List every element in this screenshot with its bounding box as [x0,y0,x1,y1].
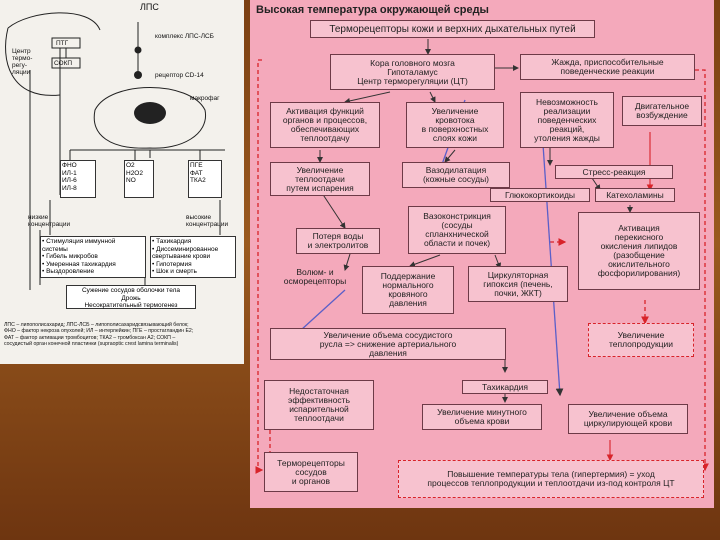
thirst-behaviour-box: Жажда, приспособительные поведенческие р… [520,54,695,80]
heat-loss-activation-box: Активация функций органов и процессов, о… [270,102,380,148]
volume-osmoreceptors-label: Волюм- и осморецепторы [283,267,347,286]
skin-blood-flow-box: Увеличение кровотока в поверхностных сло… [406,102,504,148]
water-loss-box: Потеря воды и электролитов [296,228,380,254]
low-concentration-effects: • Стимуляция иммунной системы • Гибель м… [40,236,146,278]
glucocorticoids-box: Глюкокортикоиды [490,188,590,202]
low-concentration-label: низкие концентрации [28,214,71,228]
complex-label: комплекс ЛПС-ЛСБ [155,33,214,40]
diagram-title: Высокая температура окружающей среды [256,3,489,16]
motor-excitation-box: Двигательное возбуждение [622,96,702,126]
evaporation-heat-loss-box: Увеличение теплоотдачи путем испарения [270,162,370,196]
circulating-volume-box: Увеличение объема циркулирующей крови [568,404,688,434]
cytokines-box: ФНО ИЛ-1 ИЛ-6 ИЛ-8 [60,160,96,198]
catecholamines-box: Катехоламины [595,188,675,202]
hyperthermia-panel: Высокая температура окружающей среды Тер… [250,0,714,508]
circulatory-hypoxia-box: Циркуляторная гипоксия (печень, почки, Ж… [468,266,568,302]
high-concentration-label: высокие концентрации [186,214,229,228]
stress-reaction-box: Стресс-реакция [555,165,673,179]
tachycardia-box: Тахикардия [462,380,548,394]
receptor-label: рецептор CD-14 [155,72,204,79]
abbreviations-legend: ЛПС – липополисахарид; ЛПС-ЛСБ – липопол… [4,322,194,348]
fever-pathogenesis-panel: ЛПС ПТГ Центр термо- регу- ляции СОКП ко… [0,0,244,364]
heat-production-box: Увеличение теплопродукции [588,323,694,357]
sokp-label: СОКП [54,60,73,67]
vasodilation-box: Вазодилатация (кожные сосуды) [402,162,510,188]
skin-thermoreceptors-box: Терморецепторы кожи и верхних дыхательны… [310,20,595,38]
behaviour-impossible-box: Невозможность реализации поведенческих р… [520,92,614,148]
insufficient-evaporation-box: Недостаточная эффективность испарительно… [264,380,374,430]
normal-pressure-box: Поддержание нормального кровяного давлен… [362,266,454,314]
thermogenesis-box: Сужение сосудов оболочки тела Дрожь Несо… [66,285,196,309]
oxygen-radicals-box: O2 H2O2 NO [124,160,154,198]
vessel-thermoreceptors-box: Терморецепторы сосудов и органов [264,452,358,492]
hyperthermia-box: Повышение температуры тела (гипертермия)… [398,460,704,498]
ptg-label: ПТГ [56,40,69,47]
mediators-box: ПГЕ ФАТ ТКА2 [188,160,222,198]
high-concentration-effects: • Тахикардия • Диссеминированное свертыв… [150,236,236,278]
minute-volume-box: Увеличение минутного объема крови [422,404,542,430]
vascular-bed-box: Увеличение объема сосудистого русла => с… [270,328,506,360]
thermoregulation-center-box: Кора головного мозга Гипоталамус Центр т… [330,54,495,90]
vasoconstriction-box: Вазоконстрикция (сосуды спланхнической о… [408,206,506,254]
lipid-peroxidation-box: Активация перекисного окисления липидов … [578,212,700,290]
macrophage-label: макрофаг [190,95,220,102]
lps-label: ЛПС [140,2,159,12]
thermoregulation-center-label: Центр термо- регу- ляции [12,48,33,76]
